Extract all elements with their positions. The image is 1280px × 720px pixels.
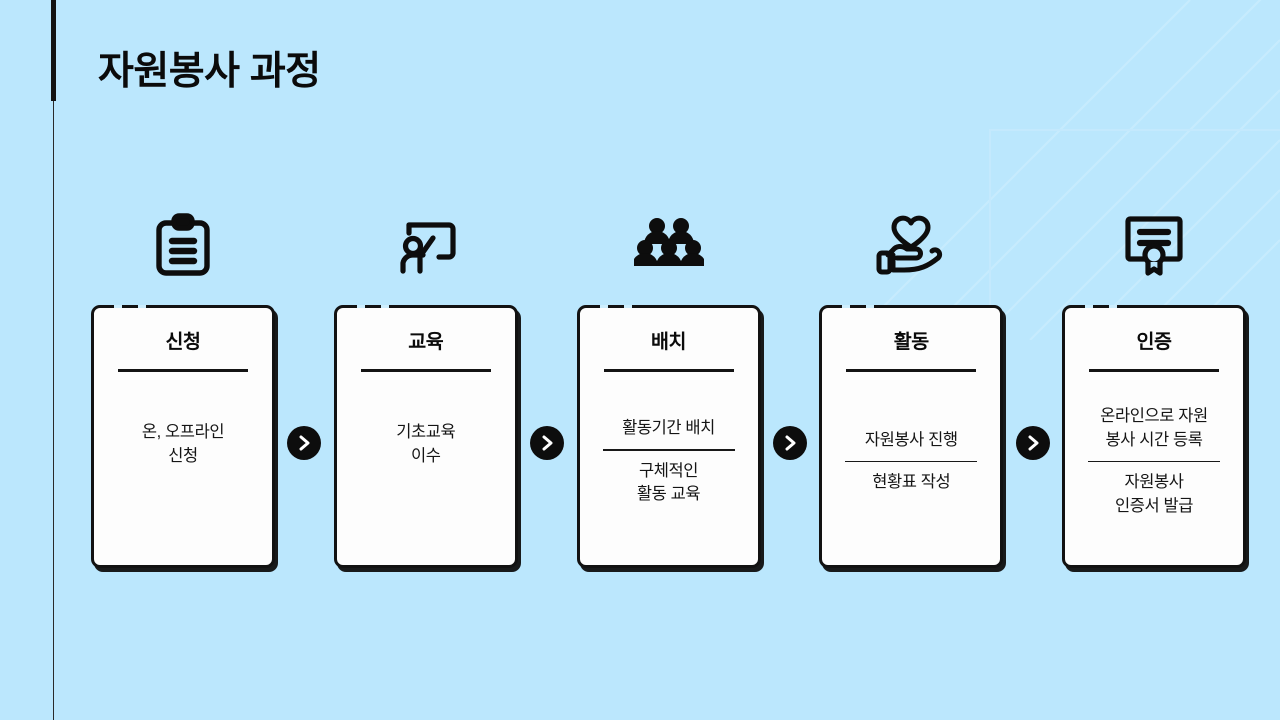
page-title: 자원봉사 과정 bbox=[98, 50, 321, 93]
step-card-5[interactable]: 인증 온라인으로 자원 봉사 시간 등록 자원봉사 인증서 발급 bbox=[1062, 304, 1246, 568]
vertical-guide-line bbox=[53, 101, 55, 720]
flow-connector-1 bbox=[275, 205, 334, 580]
presentation-teacher-icon bbox=[393, 205, 459, 285]
chevron-right-icon bbox=[772, 425, 807, 460]
step-body: 자원봉사 진행 현황표 작성 bbox=[836, 372, 986, 551]
step-card-3[interactable]: 배치 활동기간 배치 구체적인 활동 교육 bbox=[576, 304, 761, 568]
step-body: 온라인으로 자원 봉사 시간 등록 자원봉사 인증서 발급 bbox=[1079, 372, 1229, 551]
step-title: 인증 bbox=[1136, 331, 1172, 353]
step-card-4[interactable]: 활동 자원봉사 진행 현황표 작성 bbox=[819, 304, 1004, 568]
step-detail: 온, 오프라인 신청 bbox=[141, 423, 225, 465]
title-divider bbox=[118, 369, 248, 373]
title-divider bbox=[603, 369, 734, 373]
process-step-4: 활동 자원봉사 진행 현황표 작성 bbox=[819, 205, 1004, 568]
step-card-2[interactable]: 교육 기초교육 이수 bbox=[333, 304, 518, 568]
step-detail: 자원봉사 진행 bbox=[864, 430, 958, 449]
step-card-1[interactable]: 신청 온, 오프라인 신청 bbox=[91, 304, 275, 568]
flow-connector-2 bbox=[518, 205, 577, 580]
certificate-icon bbox=[1121, 205, 1187, 285]
step-title: 신청 bbox=[165, 331, 201, 353]
chevron-right-icon bbox=[530, 425, 565, 460]
title-divider bbox=[1089, 369, 1219, 373]
item-divider bbox=[1088, 460, 1220, 463]
process-step-1: 신청 온, 오프라인 신청 bbox=[91, 205, 275, 568]
clipboard-icon bbox=[153, 205, 213, 285]
step-detail: 자원봉사 인증서 발급 bbox=[1114, 473, 1194, 515]
step-title: 활동 bbox=[893, 331, 929, 353]
process-flow: 신청 온, 오프라인 신청 교육 bbox=[91, 205, 1246, 580]
step-body: 활동기간 배치 구체적인 활동 교육 bbox=[594, 372, 744, 551]
flow-connector-3 bbox=[761, 205, 820, 580]
people-group-icon bbox=[633, 205, 704, 285]
title-divider bbox=[360, 369, 491, 373]
heart-in-hand-icon bbox=[876, 205, 946, 285]
step-detail: 기초교육 이수 bbox=[396, 423, 456, 465]
process-step-5: 인증 온라인으로 자원 봉사 시간 등록 자원봉사 인증서 발급 bbox=[1062, 205, 1246, 568]
flow-connector-4 bbox=[1003, 205, 1062, 580]
step-detail: 구체적인 활동 교육 bbox=[636, 461, 701, 504]
step-body: 온, 오프라인 신청 bbox=[108, 372, 258, 551]
step-body: 기초교육 이수 bbox=[351, 372, 501, 551]
step-detail: 현황표 작성 bbox=[872, 473, 951, 492]
chevron-right-icon bbox=[1015, 425, 1050, 460]
title-accent-bar bbox=[51, 0, 56, 101]
process-step-2: 교육 기초교육 이수 bbox=[333, 205, 518, 568]
item-divider bbox=[845, 460, 978, 463]
chevron-right-icon bbox=[287, 425, 322, 460]
step-detail: 온라인으로 자원 봉사 시간 등록 bbox=[1100, 407, 1208, 449]
step-title: 교육 bbox=[408, 331, 444, 353]
item-divider bbox=[602, 449, 735, 451]
title-divider bbox=[846, 369, 977, 373]
step-title: 배치 bbox=[650, 331, 687, 353]
process-step-3: 배치 활동기간 배치 구체적인 활동 교육 bbox=[576, 205, 761, 568]
step-detail: 활동기간 배치 bbox=[622, 418, 715, 437]
